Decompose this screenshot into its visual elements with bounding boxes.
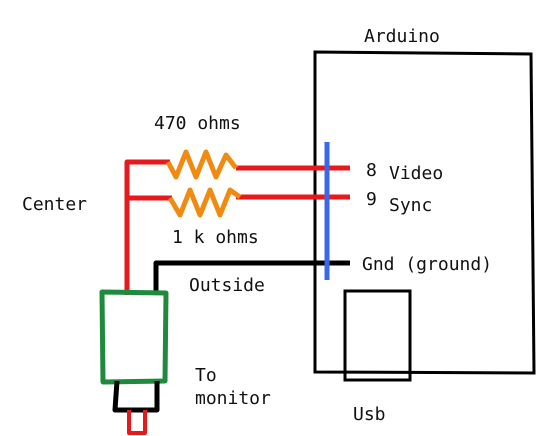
pin9-label: 9 [366, 189, 377, 210]
to-label: To [195, 365, 217, 386]
connector-tip [127, 410, 147, 435]
resistor-1k-label: 1 k ohms [172, 227, 259, 248]
resistor-470-label: 470 ohms [154, 113, 241, 134]
video-label: Video [389, 163, 443, 184]
sync-label: Sync [389, 195, 432, 216]
center-label: Center [22, 194, 87, 215]
usb-label: Usb [353, 404, 386, 425]
monitor-label: monitor [195, 388, 271, 409]
pin8-label: 8 [366, 160, 377, 181]
usb-port [343, 289, 412, 382]
ground-wire [153, 260, 350, 295]
video-wire [124, 159, 350, 295]
sync-wire [127, 194, 350, 201]
connector-plug [112, 380, 160, 413]
resistor-470-ohms [165, 149, 238, 180]
rca-connector [99, 289, 169, 385]
resistor-1k-ohms [167, 187, 242, 218]
gnd-label: Gnd (ground) [362, 254, 492, 275]
outside-label: Outside [189, 275, 265, 296]
arduino-label: Arduino [364, 26, 440, 47]
